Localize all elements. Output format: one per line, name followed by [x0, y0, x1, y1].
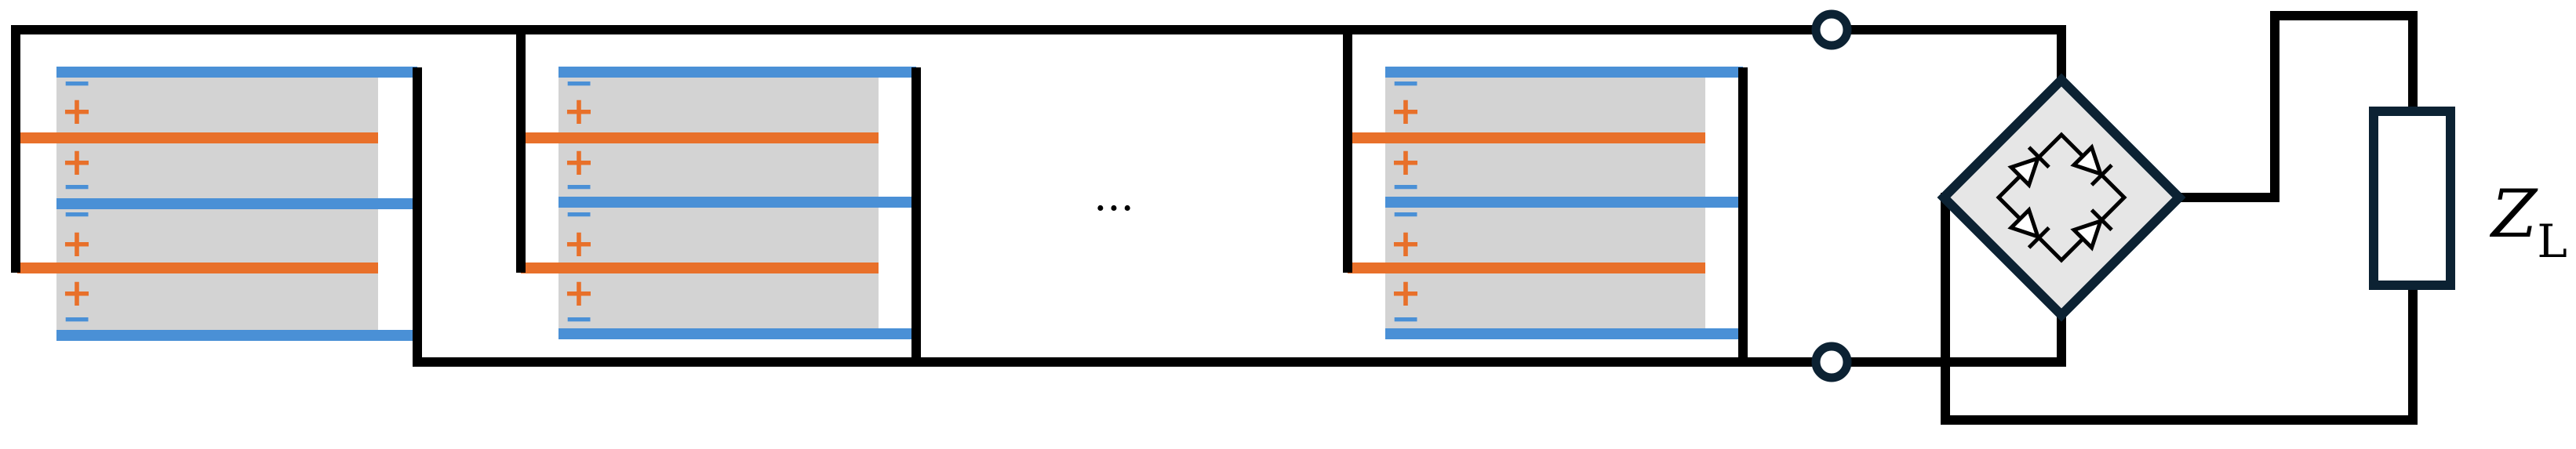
resistor-icon — [2369, 107, 2455, 290]
ellipsis-label: ... — [1093, 171, 1134, 220]
bridge-rectifier-icon — [1937, 73, 2186, 322]
output-wire-positive — [2173, 11, 2418, 202]
sign-neg: − — [564, 192, 595, 234]
sign-neg: − — [62, 192, 93, 234]
capacitor-stack-2: − + + − − + + − — [521, 61, 916, 339]
load-label-symbol: Z — [2489, 176, 2538, 252]
sign-neg: − — [62, 297, 93, 339]
sign-neg: − — [564, 297, 595, 339]
sign-neg: − — [62, 61, 93, 103]
diode-icon — [2070, 208, 2113, 252]
terminal-circle-icon — [1811, 342, 1852, 382]
sign-pos: + — [61, 140, 93, 184]
terminal-circle-icon — [1811, 9, 1852, 50]
sign-neg: − — [564, 61, 595, 103]
sign-neg: − — [1391, 165, 1421, 207]
sign-pos: + — [563, 271, 595, 315]
diode-icon — [2007, 206, 2050, 249]
sign-neg: − — [1391, 192, 1421, 234]
output-wire-negative — [1941, 193, 2418, 425]
sign-neg: − — [564, 165, 595, 207]
sign-pos: + — [563, 140, 595, 184]
sign-pos: + — [563, 89, 595, 133]
sign-pos: + — [1390, 271, 1421, 315]
diode-icon — [2007, 146, 2050, 189]
load-label: ZL — [2489, 176, 2567, 268]
sign-pos: + — [61, 222, 93, 266]
load-label-subscript: L — [2537, 215, 2567, 268]
wiring — [11, 11, 2418, 425]
capacitor-stack-1: − + + − − + + − — [17, 61, 417, 341]
sign-pos: + — [1390, 89, 1421, 133]
sign-pos: + — [61, 271, 93, 315]
sign-pos: + — [61, 89, 93, 133]
sign-neg: − — [1391, 61, 1421, 103]
sign-pos: + — [1390, 140, 1421, 184]
capacitor-stack-3: − + + − − + + − — [1348, 61, 1743, 339]
sign-neg: − — [62, 165, 93, 207]
sign-pos: + — [1390, 222, 1421, 266]
sign-pos: + — [563, 222, 595, 266]
diode-icon — [2070, 143, 2113, 186]
sign-neg: − — [1391, 297, 1421, 339]
